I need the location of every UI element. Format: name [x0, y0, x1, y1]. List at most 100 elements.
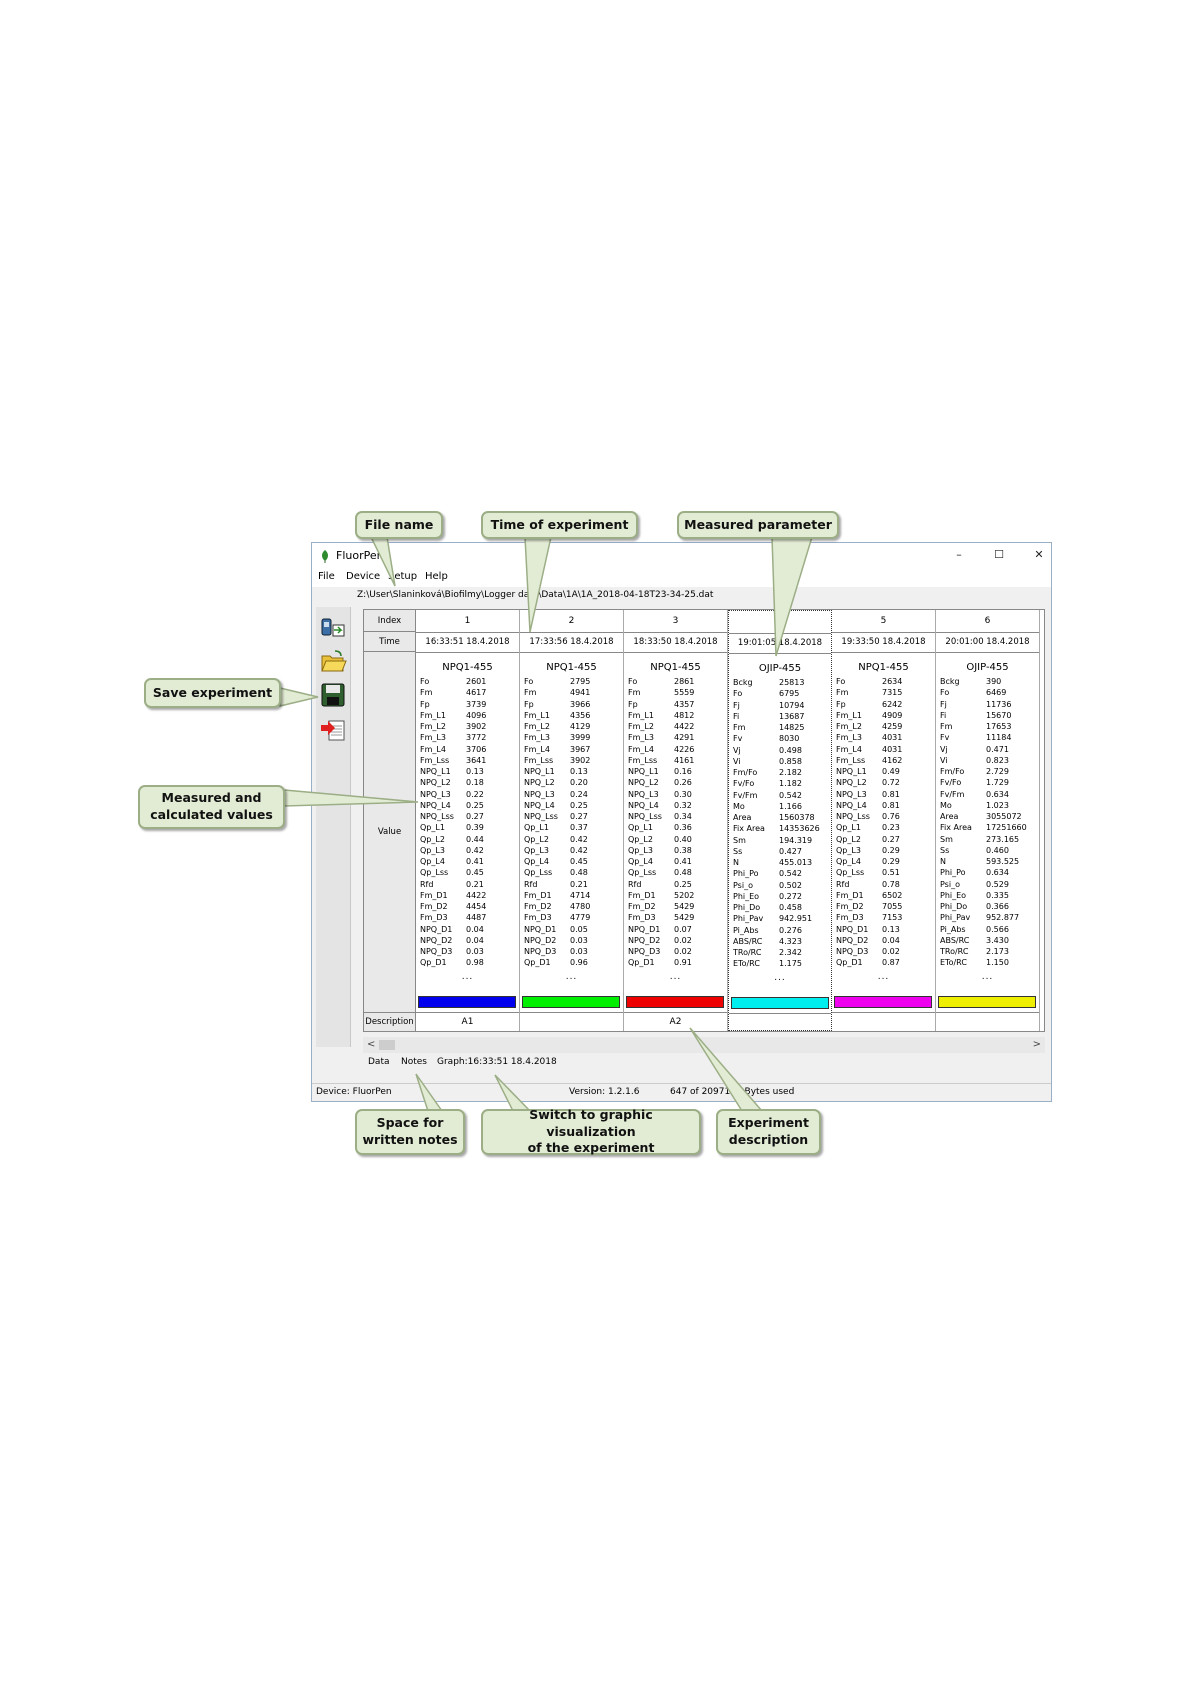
column-description[interactable]: [520, 1012, 623, 1032]
column-description[interactable]: [832, 1012, 935, 1032]
callout-notes-line1: Space for: [376, 1115, 444, 1131]
parameter-value: 3967: [570, 744, 591, 754]
parameter-name: Fm: [628, 688, 641, 698]
menu-file[interactable]: File: [318, 571, 335, 582]
parameter-value: 6795: [779, 689, 800, 699]
horizontal-scrollbar[interactable]: < >: [363, 1037, 1045, 1053]
column-description[interactable]: A1: [416, 1012, 519, 1032]
parameter-name: Qp_L3: [628, 845, 653, 855]
parameter-name: Fp: [628, 699, 638, 709]
parameter-value: 0.41: [466, 857, 484, 866]
column-index[interactable]: 2: [520, 610, 623, 633]
parameter-name: ETo/RC: [733, 959, 760, 969]
save-disk-icon[interactable]: [319, 681, 347, 709]
column-index[interactable]: 4: [729, 611, 831, 634]
parameter-value: 14825: [779, 723, 805, 732]
parameter-name: Fm: [836, 688, 849, 698]
column-index[interactable]: 1: [416, 610, 519, 633]
tab-data[interactable]: Data: [368, 1057, 390, 1067]
parameter-name: NPQ_D1: [836, 924, 869, 934]
parameter-name: Fm_D1: [524, 890, 552, 900]
menu-help[interactable]: Help: [425, 571, 448, 582]
parameter-value: 3055072: [986, 812, 1022, 821]
parameter-name: Fm/Fo: [940, 767, 965, 776]
column-description[interactable]: [936, 1012, 1039, 1032]
column-description[interactable]: A2: [624, 1012, 727, 1032]
menu-setup[interactable]: Setup: [388, 571, 418, 582]
color-swatch[interactable]: [834, 996, 932, 1008]
parameter-value: 4812: [674, 710, 695, 720]
parameter-name: Qp_L4: [628, 857, 653, 866]
download-device-icon[interactable]: [319, 613, 347, 641]
parameter-value: 0.22: [466, 789, 484, 799]
maximize-button[interactable]: ☐: [994, 548, 1004, 561]
parameter-name: Rfd: [524, 879, 538, 889]
parameter-name: N: [940, 857, 946, 866]
close-button[interactable]: ✕: [1034, 548, 1044, 561]
parameter-name: Vi: [940, 755, 948, 765]
minimize-button[interactable]: –: [956, 548, 962, 561]
status-bar: Device: FluorPen Version: 1.2.1.6 647 of…: [312, 1083, 1051, 1102]
parameter-value: 3966: [570, 699, 591, 709]
more-values-ellipsis: ...: [669, 972, 682, 982]
parameter-name: Fm_D1: [836, 890, 864, 900]
parameter-value: 0.27: [466, 812, 484, 821]
parameter-name: Fm_L3: [420, 733, 446, 743]
parameter-value: 0.29: [882, 845, 900, 855]
parameter-name: NPQ_L4: [524, 800, 555, 810]
color-swatch[interactable]: [418, 996, 516, 1008]
export-icon[interactable]: [319, 715, 347, 743]
column-index[interactable]: 5: [832, 610, 935, 633]
scroll-right-arrow[interactable]: >: [1032, 1039, 1041, 1050]
parameter-name: Fo: [940, 688, 950, 698]
parameter-value: 0.566: [986, 924, 1009, 934]
column-index[interactable]: 3: [624, 610, 727, 633]
parameter-value: 3902: [466, 722, 487, 731]
parameter-name: Fm_L4: [836, 744, 862, 754]
color-swatch[interactable]: [731, 997, 829, 1009]
color-swatch[interactable]: [626, 996, 724, 1008]
tab-graph[interactable]: Graph:16:33:51 18.4.2018: [437, 1057, 557, 1067]
parameter-value: 0.21: [466, 879, 484, 889]
parameter-value: 0.38: [674, 845, 692, 855]
parameter-name: Rfd: [628, 879, 642, 889]
parameter-value: 4356: [570, 710, 591, 720]
menu-device[interactable]: Device: [346, 571, 381, 582]
parameter-name: Phi_Po: [733, 869, 759, 879]
column-description[interactable]: [729, 1013, 831, 1033]
parameter-value: 0.42: [466, 845, 484, 855]
open-folder-icon[interactable]: [319, 647, 347, 675]
color-swatch[interactable]: [938, 996, 1036, 1008]
column-index[interactable]: 6: [936, 610, 1039, 633]
color-swatch[interactable]: [522, 996, 620, 1008]
parameter-value: 0.49: [882, 767, 900, 776]
scroll-left-arrow[interactable]: <: [367, 1039, 376, 1050]
parameter-value: 0.26: [674, 778, 692, 788]
scroll-thumb[interactable]: [379, 1040, 395, 1050]
tab-notes[interactable]: Notes: [401, 1057, 427, 1067]
